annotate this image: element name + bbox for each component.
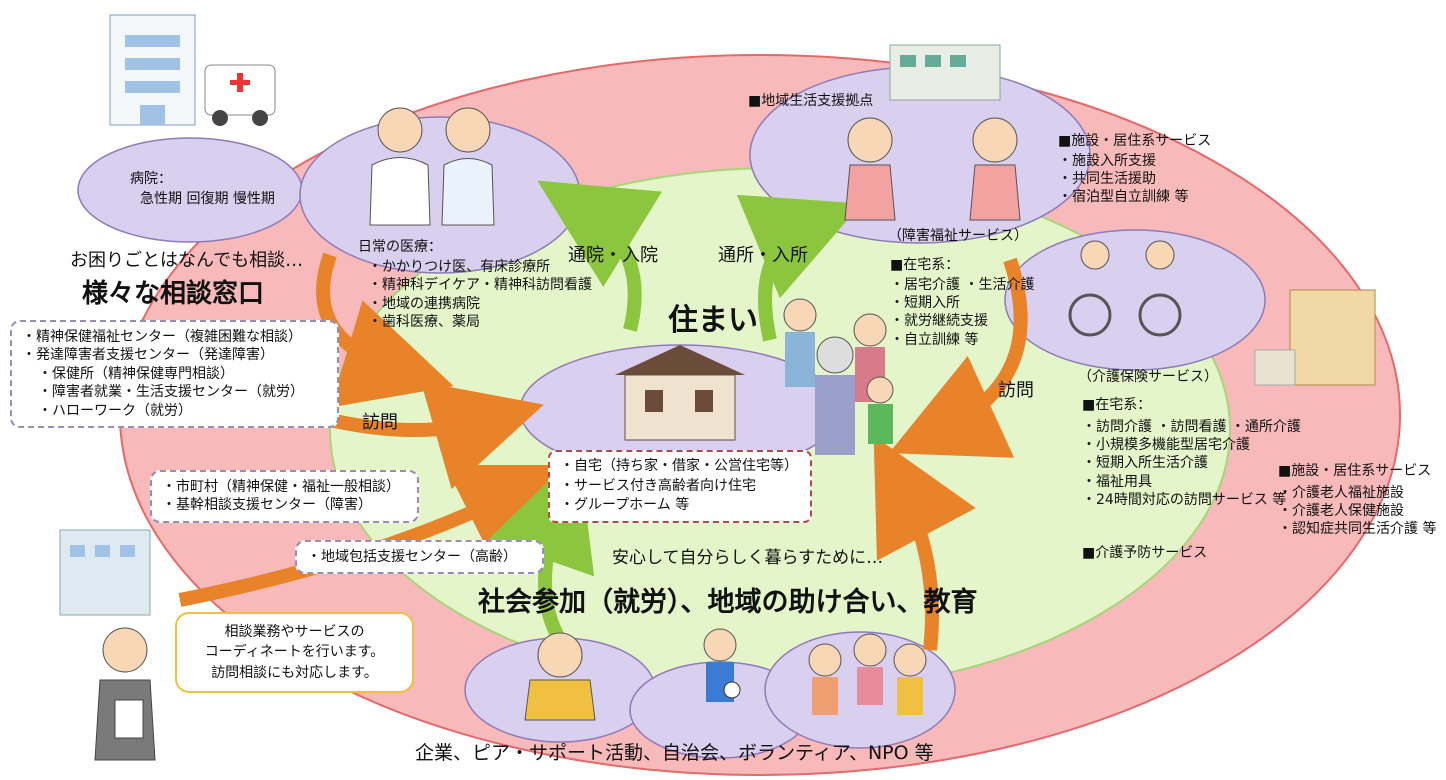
housing-list-box: ・自宅（持ち家・借家・公営住宅等） ・サービス付き高齢者向け住宅 ・グループホー… — [548, 450, 812, 523]
consult-list-box: ・精神保健福祉センター（複雑困難な相談） ・発達障害者支援センター（発達障害） … — [10, 320, 339, 429]
welfare-home-item: ・居宅介護 ・生活介護 — [890, 277, 1035, 293]
welfare-facility-head: ■施設・居住系サービス — [1058, 133, 1212, 149]
welfare-home-head: ■在宅系： — [890, 257, 960, 273]
consult-item: ・地域包括支援センター（高齢） — [307, 549, 517, 565]
social-arrow-up — [873, 435, 976, 651]
welfare-home-item: ・就労継続支援 — [890, 313, 988, 330]
care-worker-icon — [844, 117, 1021, 221]
care-oval — [1004, 229, 1266, 371]
office-building-icon — [1254, 289, 1376, 386]
consult-title: 様々な相談窓口 — [82, 279, 265, 309]
medical-item: ・かかりつけ医、有床診療所 — [368, 259, 551, 275]
women-group-icon — [808, 633, 927, 715]
medical-item: ・地域の連携病院 — [368, 295, 480, 312]
office-building-left-icon — [59, 529, 151, 616]
ambulance-icon — [204, 64, 276, 126]
tsusho-label: 通所・入所 — [718, 245, 808, 266]
welfare-home-item: ・自立訓練 等 — [890, 331, 979, 348]
care-home-item: ・福祉用具 — [1082, 473, 1152, 490]
welfare-facility-item: ・施設入所支援 — [1058, 153, 1156, 169]
child-icon — [703, 628, 741, 702]
care-home-item: ・訪問介護 ・訪問看護 ・通所介護 — [1082, 419, 1301, 435]
hospital-phases: 急性期 回復期 慢性期 — [140, 191, 275, 207]
consult-item: ・障害者就業・生活支援センター（就労） — [38, 384, 304, 401]
doctor-icon — [369, 107, 431, 226]
social-lead: 安心して自分らしく暮らすために… — [612, 548, 884, 568]
medical-item: ・歯科医療、薬局 — [368, 314, 480, 331]
wheelchair-icon — [1068, 240, 1182, 337]
welfare-home-item: ・短期入所 — [890, 295, 960, 312]
house-icon — [615, 345, 745, 441]
hospital-icon — [109, 14, 196, 126]
consult-item: ・基幹相談支援センター（障害） — [162, 497, 372, 514]
tsuin-arrow — [537, 180, 663, 332]
medical-item: ・精神科デイケア・精神科訪問看護 — [368, 277, 592, 294]
visit-arrow-right — [889, 257, 1028, 458]
housing-item: ・グループホーム 等 — [560, 497, 690, 514]
housing-item: ・サービス付き高齢者向け住宅 — [560, 477, 756, 494]
care-prevent: ■介護予防サービス — [1082, 545, 1208, 561]
care-facility-icon — [889, 44, 1001, 101]
welfare-base: ■地域生活支援拠点 — [748, 93, 874, 109]
consult-arrow — [328, 381, 544, 490]
staff-woman-icon — [94, 627, 156, 761]
tsusho-arrow — [736, 194, 862, 342]
elderly-man-icon — [524, 632, 596, 721]
welfare-home-list: ・居宅介護 ・生活介護 ・短期入所 ・就労継続支援 ・自立訓練 等 — [890, 276, 1034, 349]
consult-list-box-2: ・市町村（精神保健・福祉一般相談） ・基幹相談支援センター（障害） — [150, 470, 419, 523]
housing-item: ・自宅（持ち家・借家・公営住宅等） — [560, 458, 798, 474]
consult-lead: お困りごとはなんでも相談… — [70, 250, 304, 271]
welfare-facility-list: ・施設入所支援 ・共同生活援助 ・宿泊型自立訓練 等 — [1058, 152, 1188, 207]
coordinator-line: 相談業務やサービスの — [224, 624, 365, 640]
family-icon — [783, 298, 894, 455]
consult-list-box-3: ・地域包括支援センター（高齢） — [295, 540, 544, 575]
care-home-head: ■在宅系： — [1082, 397, 1152, 413]
consult-item: ・市町村（精神保健・福祉一般相談） — [162, 479, 400, 495]
coordinator-line: コーディネートを行います。 — [204, 644, 385, 661]
visit-label-right: 訪問 — [998, 380, 1034, 401]
nurse-icon — [441, 107, 495, 226]
sumai-title: 住まい — [668, 303, 758, 338]
consult-item: ・ハローワーク（就労） — [38, 402, 192, 419]
care-facility-head: ■施設・居住系サービス — [1278, 463, 1432, 479]
visit-label-left: 訪問 — [362, 412, 398, 433]
consult-item: ・保健所（精神保健専門相談） — [38, 365, 234, 382]
consult-item: ・発達障害者支援センター（発達障害） — [22, 347, 274, 364]
hospital-title: 病院： — [130, 171, 172, 187]
coordinator-bubble: 相談業務やサービスの コーディネートを行います。 訪問相談にも対応します。 — [175, 612, 414, 693]
care-facility-item: ・介護老人保健施設 — [1278, 503, 1404, 520]
care-facility-list: ・介護老人福祉施設 ・介護老人保健施設 ・認知症共同生活介護 等 — [1278, 484, 1436, 539]
care-home-item: ・24時間対応の訪問サービス 等 — [1082, 491, 1287, 508]
care-facility-item: ・認知症共同生活介護 等 — [1278, 521, 1437, 538]
social-title: 社会参加（就労）、地域の助け合い、教育 — [478, 587, 978, 618]
welfare-facility-item: ・共同生活援助 — [1058, 171, 1156, 188]
consult-item: ・精神保健福祉センター（複雑困難な相談） — [22, 329, 302, 345]
welfare-label: （障害福祉サービス） — [888, 228, 1028, 244]
medical-title: 日常の医療： — [358, 239, 442, 255]
welfare-facility-item: ・宿泊型自立訓練 等 — [1058, 189, 1189, 206]
social-arrow-green — [488, 452, 595, 644]
care-label: （介護保険サービス） — [1078, 369, 1218, 385]
care-home-list: ・訪問介護 ・訪問看護 ・通所介護 ・小規模多機能型居宅介護 ・短期入所生活介護… — [1082, 418, 1301, 509]
care-home-item: ・短期入所生活介護 — [1082, 455, 1208, 472]
medical-list: ・かかりつけ医、有床診療所 ・精神科デイケア・精神科訪問看護 ・地域の連携病院 … — [368, 258, 592, 332]
tsuin-label: 通院・入院 — [568, 245, 658, 266]
care-facility-item: ・介護老人福祉施設 — [1278, 485, 1404, 501]
coordinator-line: 訪問相談にも対応します。 — [211, 664, 378, 681]
social-bottom: 企業、ピア・サポート活動、自治会、ボランティア、NPO 等 — [415, 742, 934, 764]
care-home-item: ・小規模多機能型居宅介護 — [1082, 437, 1250, 454]
